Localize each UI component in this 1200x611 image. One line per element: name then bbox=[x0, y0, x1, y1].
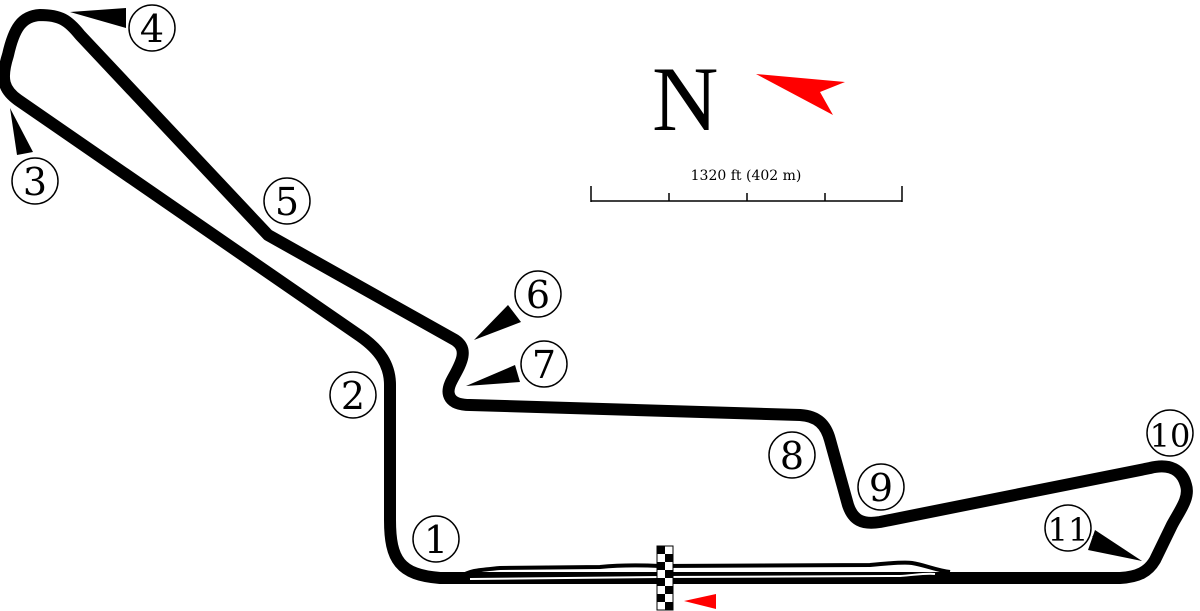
scale-bar bbox=[590, 186, 903, 202]
north-letter: N bbox=[652, 48, 718, 150]
svg-text:6: 6 bbox=[526, 273, 550, 317]
svg-text:8: 8 bbox=[780, 434, 804, 478]
corner-11: 11 bbox=[1044, 504, 1092, 552]
flag-square bbox=[665, 586, 673, 594]
flag-square bbox=[657, 594, 665, 602]
corner-7: 7 bbox=[520, 340, 568, 388]
north-arrow bbox=[756, 74, 845, 115]
flag-square bbox=[657, 578, 665, 586]
corner-2: 2 bbox=[329, 371, 377, 419]
svg-text:9: 9 bbox=[869, 466, 893, 510]
svg-text:11: 11 bbox=[1048, 511, 1089, 549]
corner-9: 9 bbox=[857, 463, 905, 511]
corner-6: 6 bbox=[514, 270, 562, 318]
corner-1: 1 bbox=[412, 515, 460, 563]
corner-7-pointer bbox=[466, 365, 520, 386]
scale-label: 1320 ft (402 m) bbox=[691, 168, 802, 184]
track-outline bbox=[0, 9, 1193, 584]
flag-square bbox=[665, 554, 673, 562]
svg-text:7: 7 bbox=[532, 343, 556, 387]
corner-5: 5 bbox=[263, 177, 311, 225]
corner-4: 4 bbox=[128, 4, 176, 52]
corner-4-pointer bbox=[70, 8, 126, 28]
flag-square bbox=[665, 602, 673, 610]
flag-square bbox=[657, 546, 665, 554]
corner-6-pointer bbox=[474, 305, 521, 340]
svg-text:2: 2 bbox=[341, 374, 365, 418]
svg-text:3: 3 bbox=[23, 160, 47, 204]
svg-text:1: 1 bbox=[424, 518, 448, 562]
start-direction-arrow bbox=[684, 594, 716, 609]
svg-text:4: 4 bbox=[140, 7, 164, 51]
flag-square bbox=[665, 570, 673, 578]
pit-lane-inner bbox=[469, 572, 936, 580]
corner-3: 3 bbox=[11, 157, 59, 205]
flag-square bbox=[657, 562, 665, 570]
svg-text:5: 5 bbox=[275, 180, 299, 224]
corner-8: 8 bbox=[768, 431, 816, 479]
corner-11-pointer-body bbox=[1088, 530, 1142, 561]
svg-text:10: 10 bbox=[1150, 417, 1191, 455]
corner-3-pointer bbox=[10, 108, 33, 155]
start-finish-flag bbox=[656, 545, 674, 611]
corner-10: 10 bbox=[1146, 409, 1194, 457]
